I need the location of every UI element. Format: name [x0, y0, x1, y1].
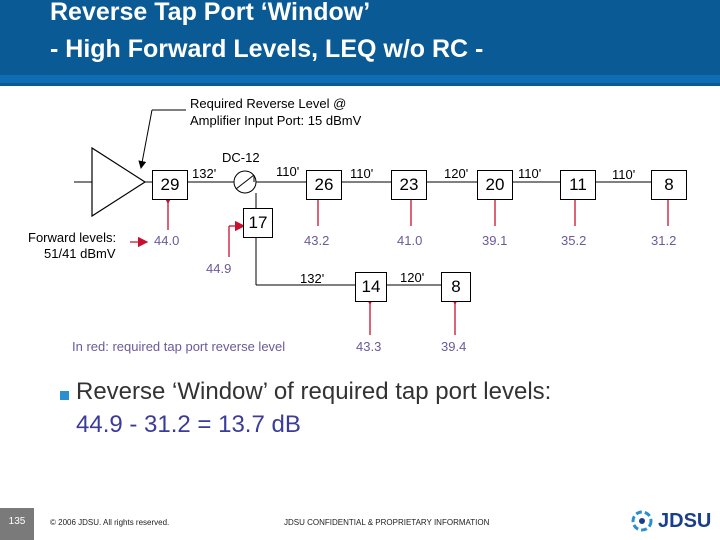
slide-number: 135 — [0, 508, 34, 540]
cable-length: 110' — [612, 167, 636, 182]
slide-title-line2: - High Forward Levels, LEQ w/o RC - — [50, 35, 484, 63]
title-banner: Reverse Tap Port ‘Window’ - High Forward… — [0, 0, 720, 86]
required-level-value: 39.1 — [482, 233, 508, 248]
tap-box: 8 — [441, 272, 471, 302]
required-level-line2: Amplifier Input Port: 15 dBmV — [190, 113, 362, 128]
tap-box: 8 — [651, 170, 687, 200]
cable-length: 110' — [350, 166, 374, 181]
tap-box: 20 — [477, 170, 513, 200]
cable-length: 120' — [400, 270, 425, 285]
required-level-line1: Required Reverse Level @ — [190, 96, 347, 111]
jdsu-logo-text: JDSU — [658, 510, 712, 532]
cable-length: 132' — [300, 271, 325, 286]
tap-box: 17 — [243, 208, 273, 238]
cable-length: 120' — [444, 166, 469, 181]
required-level-value: 35.2 — [561, 233, 587, 248]
banner-stripe — [0, 75, 720, 83]
required-level-value: 39.4 — [441, 339, 467, 354]
tap-box: 11 — [560, 170, 596, 200]
required-level-value: 43.3 — [356, 339, 382, 354]
amplifier-triangle — [91, 146, 147, 218]
forward-levels-line2: 51/41 dBmV — [44, 246, 116, 261]
confidential-text: JDSU CONFIDENTIAL & PROPRIETARY INFORMAT… — [284, 518, 490, 527]
cable-length: 110' — [518, 166, 542, 181]
bullet-marker — [60, 391, 69, 400]
tap-box: 23 — [391, 170, 427, 200]
coupler-label: DC-12 — [222, 150, 260, 165]
legend-text: In red: required tap port reverse level — [72, 339, 286, 354]
required-level-arrows — [162, 190, 674, 335]
copyright-text: © 2006 JDSU. All rights reserved. — [50, 518, 170, 527]
required-level-value: 44.9 — [206, 261, 232, 276]
bullet-text-line1: Reverse ‘Window’ of required tap port le… — [76, 378, 552, 405]
tap-box: 29 — [152, 170, 188, 200]
forward-levels-line1: Forward levels: — [28, 230, 117, 245]
required-level-value: 43.2 — [304, 233, 330, 248]
required-level-value: 31.2 — [651, 233, 677, 248]
cable-length: 110' — [276, 164, 300, 179]
slide-title-line1: Reverse Tap Port ‘Window’ — [50, 0, 371, 26]
required-level-value: 41.0 — [397, 233, 423, 248]
tap-box: 26 — [306, 170, 342, 200]
tap-box: 14 — [355, 272, 387, 302]
cable-length: 132' — [192, 166, 217, 181]
required-level-value: 44.0 — [154, 233, 180, 248]
jdsu-logo-icon — [631, 510, 653, 532]
bullet-text-line2: 44.9 - 31.2 = 13.7 dB — [76, 411, 301, 438]
